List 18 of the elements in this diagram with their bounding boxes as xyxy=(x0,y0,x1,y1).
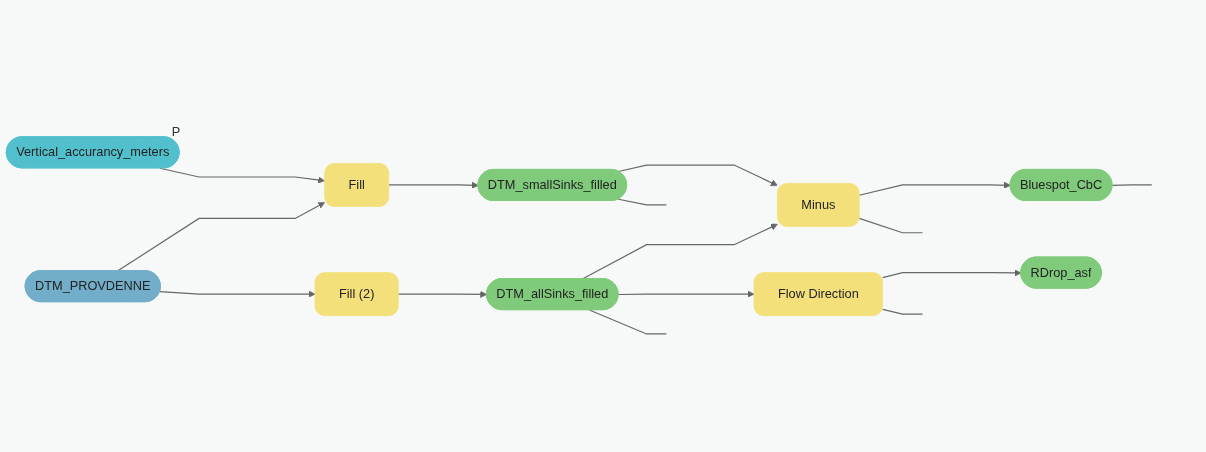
arrow xyxy=(388,181,479,189)
arrow xyxy=(397,290,488,298)
connector xyxy=(882,308,924,315)
arrow xyxy=(858,181,1011,196)
node-box: Flow Direction xyxy=(753,272,883,317)
arrow xyxy=(617,290,755,298)
node-box: Fill (2) xyxy=(314,272,399,317)
connector xyxy=(858,217,924,234)
node-box: Minus xyxy=(777,183,860,227)
connector xyxy=(617,198,668,206)
connector xyxy=(588,309,668,335)
connector xyxy=(1111,184,1153,186)
node-box: Fill xyxy=(324,163,390,207)
arrow xyxy=(882,269,1022,279)
arrow xyxy=(159,167,325,184)
node-label: P xyxy=(171,124,181,139)
arrow xyxy=(116,202,325,272)
arrow xyxy=(159,290,316,298)
